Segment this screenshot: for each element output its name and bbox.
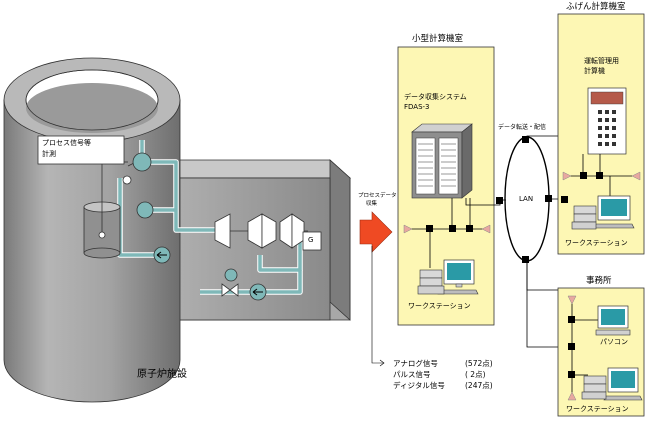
bus-node: [426, 225, 433, 232]
generator-box: [302, 231, 322, 251]
bus-node: [561, 196, 568, 203]
bus-node: [580, 172, 587, 179]
office-workstation-label: ワークステーション: [566, 405, 629, 413]
signal-count: (572点): [465, 359, 493, 368]
signal-name: ディジタル信号: [393, 381, 445, 390]
small-room-workstation-label: ワークステーション: [408, 302, 471, 310]
feedwater-valves: [221, 268, 267, 301]
bus-node: [568, 343, 575, 350]
data-transfer-label: データ転送・配信: [498, 124, 547, 131]
bus-node: [449, 225, 456, 232]
lan-node: [545, 195, 552, 202]
operation-management-label: 運転管理用: [584, 57, 619, 65]
terminator-icon: [403, 224, 413, 234]
signal-count: ( 2点): [465, 370, 486, 379]
process-data-label: プロセスデータ: [358, 193, 397, 199]
mainframe-computer: [587, 87, 627, 155]
fdas-server: [411, 123, 473, 199]
recirculation-pump: [153, 246, 171, 264]
process-data-arrow: [359, 211, 393, 253]
reactor-building: [3, 57, 352, 403]
signal-count: (247点): [465, 381, 493, 390]
signal-row-pulse: パルス信号 ( 2点): [393, 369, 486, 380]
computer-label: 計算機: [584, 67, 605, 75]
process-signal-label: プロセス信号等: [42, 139, 91, 147]
bus-node: [596, 172, 603, 179]
fugen-workstation-label: ワークステーション: [565, 239, 628, 247]
sensor-wires: [98, 161, 137, 239]
pc-label: パソコン: [600, 338, 628, 346]
terminator-icon: [631, 171, 641, 181]
lan-label: LAN: [519, 195, 534, 203]
signal-row-analog: アナログ信号 (572点): [393, 358, 493, 369]
lan-node: [522, 256, 529, 263]
signal-name: パルス信号: [393, 370, 431, 379]
collection-label: 収集: [366, 201, 378, 207]
signal-leader-line: [371, 246, 385, 367]
separator: [136, 201, 154, 219]
turbine: [214, 213, 308, 249]
measurement-label: 計測: [42, 150, 56, 158]
signal-name: アナログ信号: [393, 359, 438, 368]
bus-node: [568, 371, 575, 378]
office-title: 事務所: [586, 276, 612, 286]
steam-drum: [132, 152, 152, 172]
small-room-title: 小型計算機室: [412, 34, 464, 44]
fdas-label: FDAS-3: [404, 103, 430, 111]
process-signal-box: [37, 135, 125, 165]
workstation-icon: [581, 367, 643, 401]
bus-node: [466, 225, 473, 232]
piping-system: [117, 140, 303, 295]
fugen-room-title: ふげん計算機室: [566, 2, 626, 12]
lan-node: [522, 136, 529, 143]
terminator-icon: [562, 171, 572, 181]
workstation-icon: [571, 195, 635, 230]
terminator-icon: [567, 391, 577, 401]
data-collection-system-label: データ収集システム: [404, 93, 467, 101]
lan-node: [496, 197, 503, 204]
terminator-icon: [481, 224, 491, 234]
reactor-facility-label: 原子炉施設: [137, 369, 187, 380]
bus-node: [568, 316, 575, 323]
pc-icon: [595, 305, 631, 336]
signal-row-digital: ディジタル信号 (247点): [393, 380, 493, 391]
generator-label: G: [308, 236, 314, 244]
terminator-icon: [567, 295, 577, 305]
workstation-icon: [417, 259, 479, 295]
